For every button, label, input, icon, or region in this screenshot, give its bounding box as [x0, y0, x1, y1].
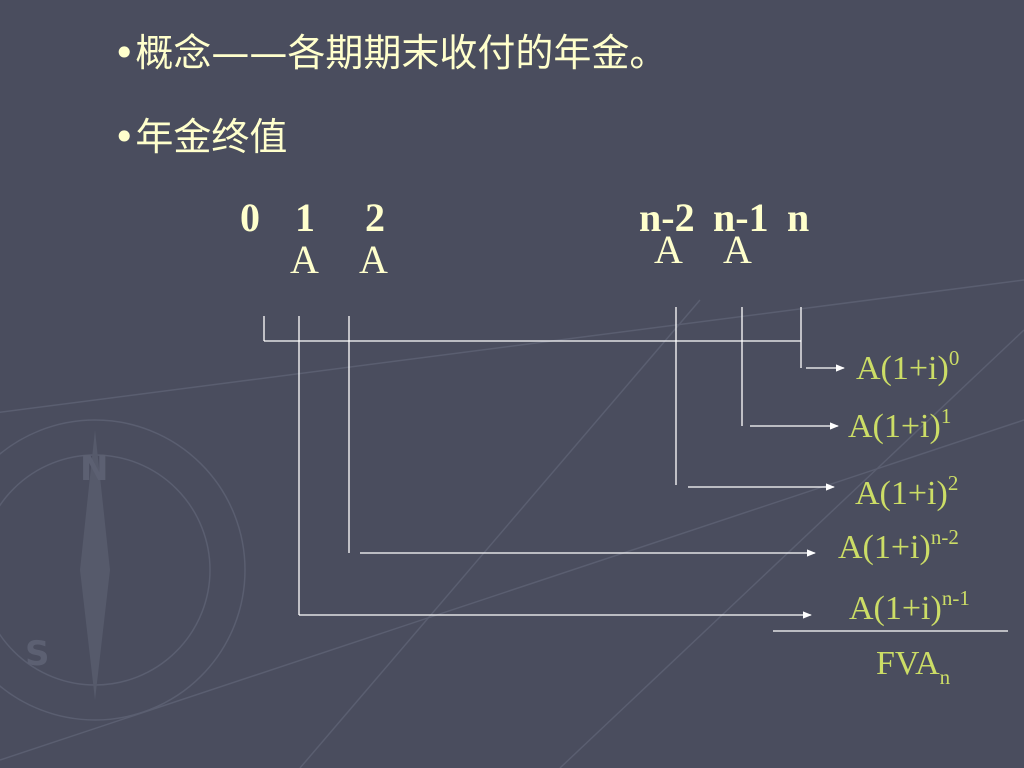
- period-label-0: 0: [240, 195, 260, 240]
- formula-exp-1: A(1+i)1: [848, 404, 952, 445]
- period-label-n-1: n-1: [713, 195, 769, 240]
- payment-label-2: A: [359, 237, 388, 282]
- formula-exp-n-1: A(1+i)n-1: [849, 586, 970, 627]
- period-label-2: 2: [365, 195, 385, 240]
- fva-total: FVAn: [876, 645, 951, 689]
- compass-s-letter: S: [25, 634, 50, 674]
- payment-label-n-1: A: [723, 227, 752, 272]
- period-label-1: 1: [295, 195, 315, 240]
- formula-exp-0: A(1+i)0: [856, 346, 960, 387]
- period-label-n-2: n-2: [639, 195, 695, 240]
- period-label-n: n: [787, 195, 810, 240]
- concept-bullet: •概念——各期期末收付的年金。: [113, 31, 668, 75]
- formula-exp-n-2: A(1+i)n-2: [838, 525, 959, 566]
- payment-label-n-2: A: [654, 227, 683, 272]
- formula-exp-2: A(1+i)2: [855, 471, 959, 512]
- payment-label-1: A: [290, 237, 319, 282]
- compass-n-letter: N: [80, 449, 108, 489]
- future-value-bullet: •年金终值: [113, 115, 288, 159]
